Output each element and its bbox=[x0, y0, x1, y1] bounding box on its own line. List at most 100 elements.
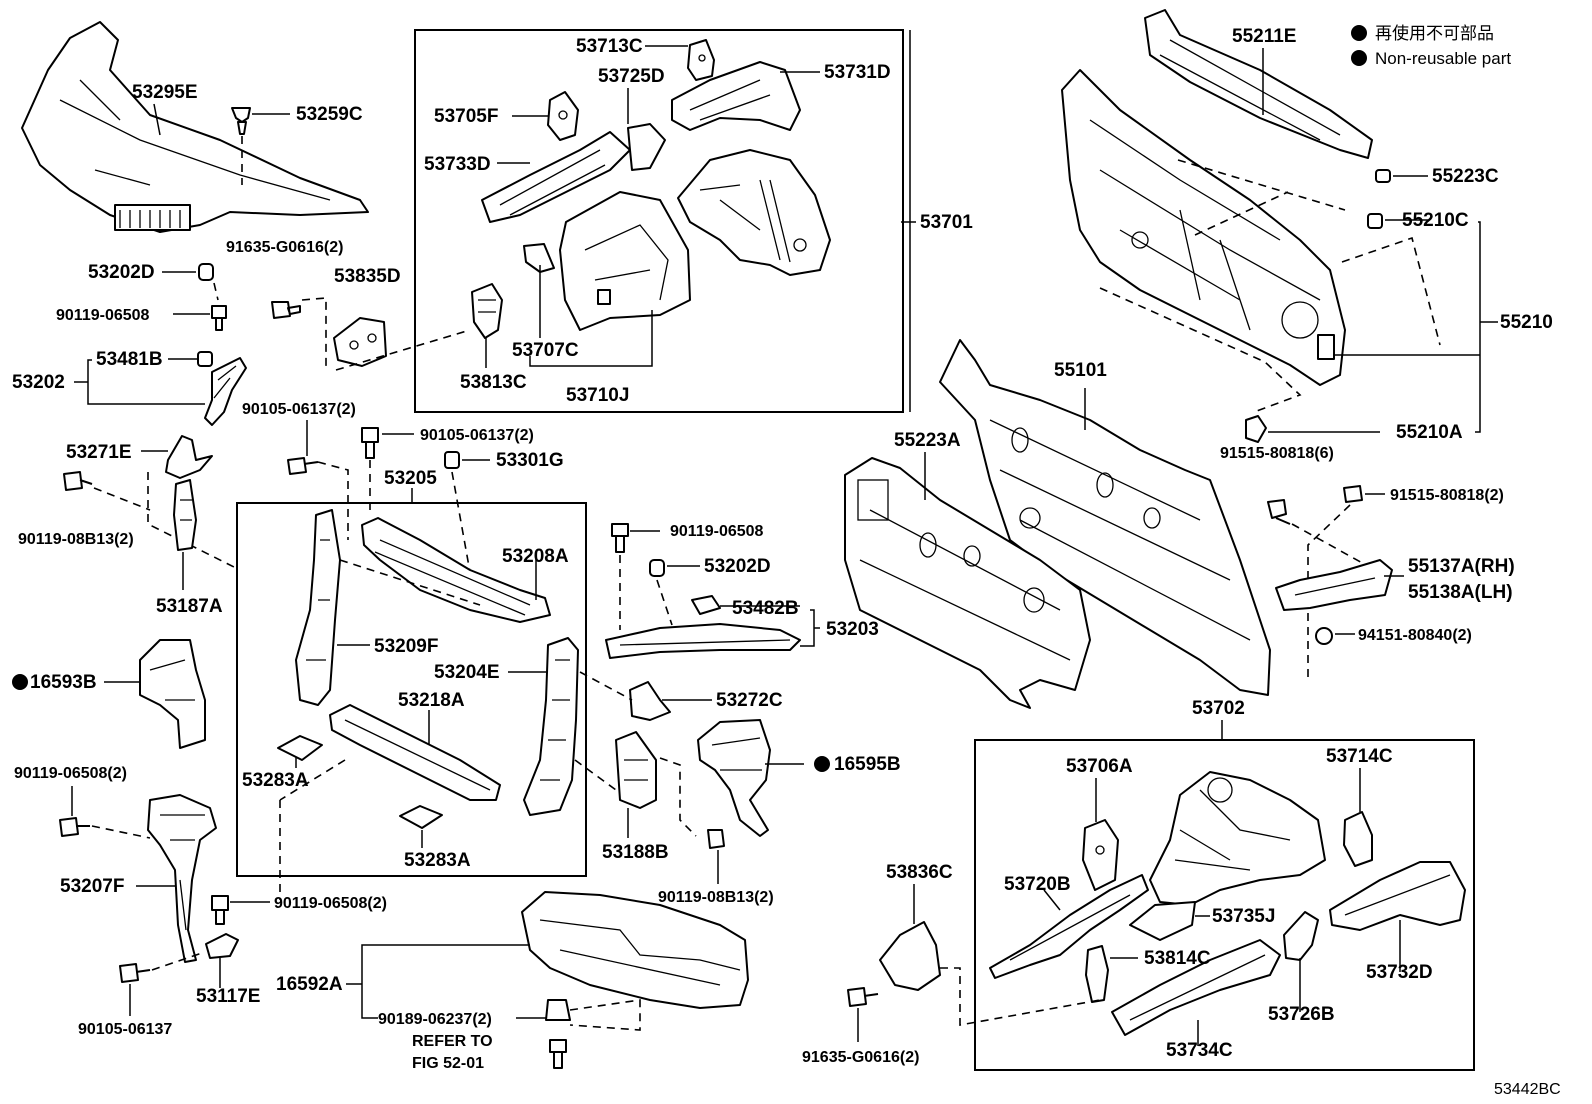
label-53734C: 53734C bbox=[1166, 1040, 1233, 1061]
label-53283A: 53283A bbox=[242, 770, 309, 791]
label-53726B: 53726B bbox=[1268, 1004, 1335, 1025]
label-53710J: 53710J bbox=[566, 385, 629, 406]
label-91515-80818-6: 91515-80818(6) bbox=[1220, 445, 1334, 462]
non-reusable-dot-icon bbox=[814, 756, 830, 772]
part-55211E bbox=[1144, 9, 1373, 159]
part-90119-06508-c bbox=[59, 817, 90, 837]
label-53720B: 53720B bbox=[1004, 874, 1071, 895]
label-53207F: 53207F bbox=[60, 876, 124, 897]
part-53482B bbox=[691, 595, 721, 615]
legend-en: Non-reusable part bbox=[1375, 49, 1511, 68]
part-55137A bbox=[1275, 559, 1393, 611]
label-53205: 53205 bbox=[384, 468, 437, 489]
group-box-53205 bbox=[236, 502, 587, 877]
part-55210-dash-panel bbox=[1061, 69, 1346, 386]
label-53188B: 53188B bbox=[602, 842, 669, 863]
part-90119-06508-b bbox=[611, 523, 629, 553]
label-53705F: 53705F bbox=[434, 106, 498, 127]
part-53726B bbox=[1283, 911, 1319, 961]
part-53203-bracket bbox=[605, 623, 801, 659]
label-55210A: 55210A bbox=[1396, 422, 1463, 443]
label-53208A: 53208A bbox=[502, 546, 569, 567]
part-53720B bbox=[989, 874, 1149, 979]
group-box-53701 bbox=[414, 29, 904, 413]
part-53283A-b bbox=[399, 805, 443, 829]
part-53835D bbox=[333, 317, 387, 367]
part-90105-06137-b bbox=[361, 427, 379, 459]
label-53702: 53702 bbox=[1192, 698, 1245, 719]
part-53733D bbox=[481, 131, 631, 223]
leader-lines bbox=[71, 30, 1498, 1046]
label-91635-G0616: 91635-G0616(2) bbox=[802, 1049, 919, 1066]
label-53187A: 53187A bbox=[156, 596, 223, 617]
group-box-53702 bbox=[974, 739, 1475, 1071]
label-90119-08B13: 90119-08B13(2) bbox=[18, 531, 134, 548]
part-90119-06508-d bbox=[211, 895, 229, 925]
part-91635-G0616-a bbox=[271, 301, 301, 319]
part-55210A bbox=[1245, 415, 1267, 443]
part-53734C bbox=[1111, 939, 1281, 1036]
label-90105-06137: 90105-06137(2) bbox=[242, 401, 356, 418]
label-53735J: 53735J bbox=[1212, 906, 1275, 927]
part-53271E bbox=[165, 435, 213, 479]
label-16593B: 16593B bbox=[30, 672, 97, 693]
part-94151-80840 bbox=[1315, 627, 1333, 645]
label-53259C: 53259C bbox=[296, 104, 363, 125]
part-53702-apron bbox=[1149, 771, 1326, 906]
label-55223C: 55223C bbox=[1432, 166, 1499, 187]
figure-code: 53442BC bbox=[1494, 1081, 1561, 1098]
label-53202D: 53202D bbox=[704, 556, 771, 577]
part-53218A bbox=[329, 704, 501, 801]
label-55137A: 55137A(RH) bbox=[1408, 556, 1515, 577]
label-90105-06137: 90105-06137 bbox=[78, 1021, 172, 1038]
label-refer-to: REFER TO bbox=[412, 1033, 493, 1050]
label-94151-80840: 94151-80840(2) bbox=[1358, 627, 1472, 644]
part-53117E bbox=[205, 933, 239, 959]
part-53714C bbox=[1343, 811, 1373, 867]
label-53714C: 53714C bbox=[1326, 746, 1393, 767]
part-53735J bbox=[1129, 901, 1196, 941]
part-53202D-b bbox=[649, 559, 665, 577]
label-53202D: 53202D bbox=[88, 262, 155, 283]
part-53207F bbox=[147, 794, 217, 963]
label-53732D: 53732D bbox=[1366, 962, 1433, 983]
part-53707C-small bbox=[523, 243, 555, 273]
label-91515-80818-2: 91515-80818(2) bbox=[1390, 487, 1504, 504]
part-53295E bbox=[21, 21, 369, 233]
part-91515-80818-a bbox=[1267, 499, 1291, 525]
part-53283A-a bbox=[277, 735, 323, 761]
part-16593B bbox=[139, 639, 206, 749]
label-53203: 53203 bbox=[826, 619, 879, 640]
part-53202D-a bbox=[198, 263, 214, 281]
part-90119-06508-a bbox=[211, 305, 227, 331]
label-53733D: 53733D bbox=[424, 154, 491, 175]
label-53283A: 53283A bbox=[404, 850, 471, 871]
part-53814C bbox=[1085, 945, 1109, 1003]
label-53482B: 53482B bbox=[732, 598, 799, 619]
label-53272C: 53272C bbox=[716, 690, 783, 711]
part-53187A bbox=[173, 479, 197, 551]
label-53202: 53202 bbox=[12, 372, 65, 393]
label-53813C: 53813C bbox=[460, 372, 527, 393]
label-53204E: 53204E bbox=[434, 662, 500, 683]
label-53117E: 53117E bbox=[196, 986, 260, 1007]
part-53204E bbox=[523, 637, 579, 816]
part-91515-80818-b bbox=[1343, 485, 1363, 503]
label-55211E: 55211E bbox=[1232, 26, 1296, 47]
part-53272C bbox=[629, 681, 671, 721]
label-53295E: 53295E bbox=[132, 82, 198, 103]
label-90189-06237: 90189-06237(2) bbox=[378, 1011, 492, 1028]
label-55223A: 55223A bbox=[894, 430, 961, 451]
part-90105-06137-c bbox=[119, 963, 151, 983]
part-90105-06137-a bbox=[287, 457, 319, 475]
part-53202-bracket bbox=[204, 357, 247, 426]
label-53814C: 53814C bbox=[1144, 948, 1211, 969]
label-fig-52-01: FIG 52-01 bbox=[412, 1055, 484, 1072]
part-53705F bbox=[547, 91, 579, 141]
non-reusable-dot-icon bbox=[1351, 50, 1367, 66]
label-53836C: 53836C bbox=[886, 862, 953, 883]
part-53731D bbox=[671, 61, 801, 131]
part-53813C bbox=[471, 283, 503, 339]
part-55223C bbox=[1375, 169, 1391, 183]
